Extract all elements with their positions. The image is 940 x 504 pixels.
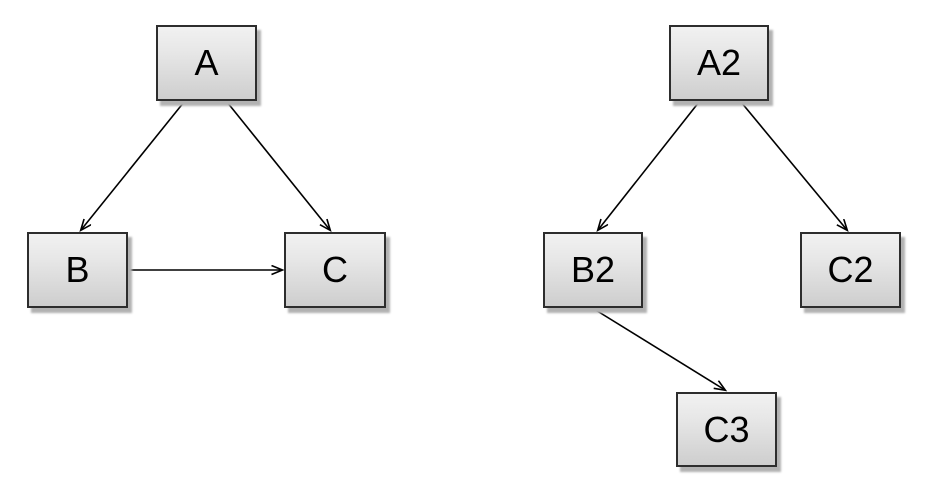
edge-a-c — [226, 101, 330, 230]
node-b2[interactable]: B2 — [543, 232, 643, 308]
node-label-a2: A2 — [696, 42, 742, 83]
edge-b2-c3 — [593, 308, 725, 390]
node-label-c: C — [322, 249, 348, 290]
edge-a2-b2 — [598, 101, 700, 230]
node-a[interactable]: A — [156, 25, 257, 101]
node-label-b2: B2 — [570, 249, 616, 290]
node-c2[interactable]: C2 — [800, 232, 901, 308]
node-label-c3: C3 — [703, 408, 750, 450]
node-label-b: B — [65, 249, 90, 290]
node-label-c2: C2 — [827, 249, 874, 290]
node-c[interactable]: C — [284, 232, 386, 308]
node-b[interactable]: B — [27, 232, 128, 308]
node-a2[interactable]: A2 — [669, 25, 769, 101]
node-label-a: A — [194, 42, 219, 83]
node-c3[interactable]: C3 — [676, 392, 777, 467]
edge-a2-c2 — [740, 101, 847, 230]
edge-a-b — [81, 101, 185, 230]
